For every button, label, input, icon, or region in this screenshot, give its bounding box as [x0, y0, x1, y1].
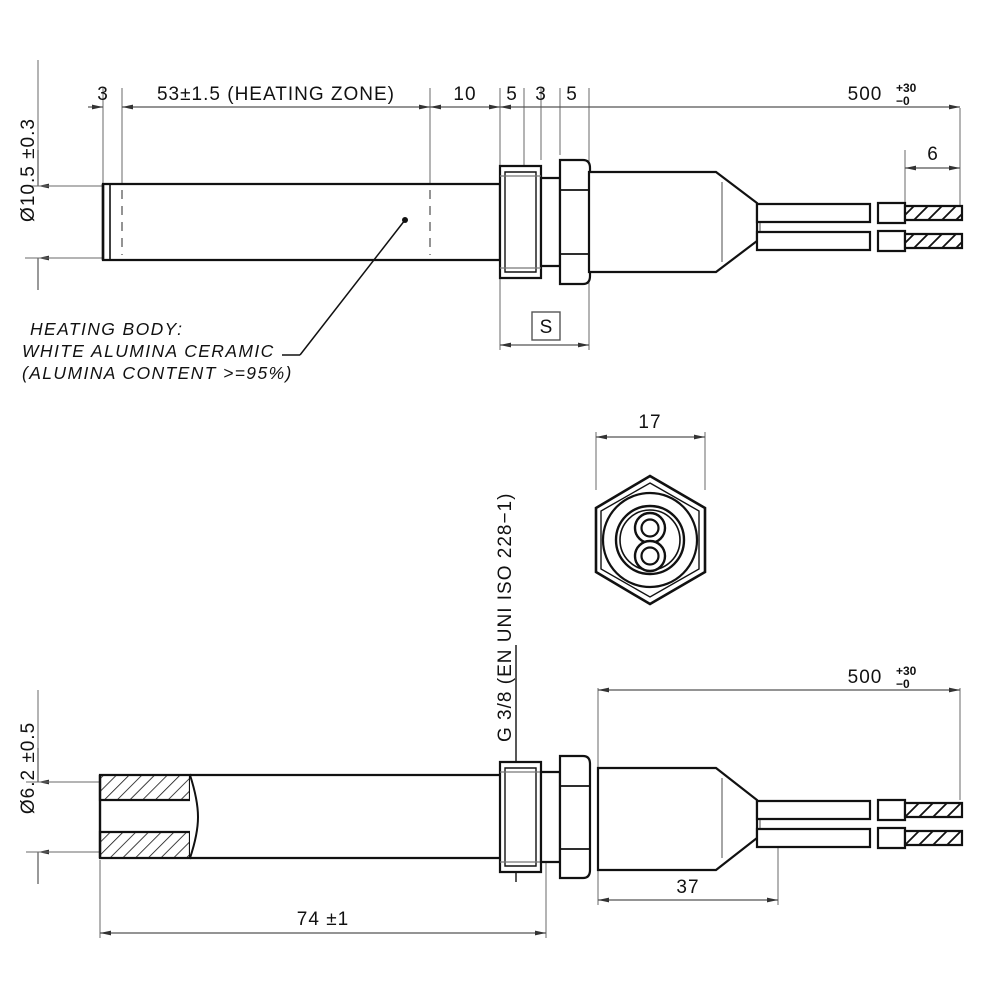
bottom-stripped-wire-ends — [876, 798, 964, 850]
note-leader-line — [282, 217, 408, 356]
dim-strip-length: 6 — [927, 144, 939, 165]
hex-end-view-group — [594, 432, 707, 606]
hex-extension-lines — [595, 432, 706, 490]
bottom-flange-collar — [498, 760, 543, 874]
note-line-2: WHITE ALUMINA CERAMIC — [22, 341, 275, 361]
surface-symbol-letter: S — [540, 317, 553, 338]
dim-cable-tol-upper-top: +30 — [896, 81, 917, 95]
note-line-1: HEATING BODY: — [30, 319, 183, 339]
ceramic-heater-body — [101, 182, 502, 262]
bottom-view-group — [26, 645, 964, 938]
strain-relief-boot — [587, 170, 761, 274]
dim-bore-diameter: Ø6.2 ±0.5 — [18, 722, 39, 814]
dim-tip-length: 3 — [97, 84, 109, 105]
lead-wires — [755, 202, 872, 252]
hex-chamfer — [600, 482, 700, 598]
dim-cable-tol-lower-top: −0 — [896, 94, 910, 108]
bottom-lead-wires — [755, 799, 872, 849]
dim-flange: 5 — [506, 84, 518, 105]
top-dimension-chain — [88, 104, 960, 171]
tube-body-section — [98, 773, 500, 860]
pin-hole-lower-inner — [640, 546, 660, 566]
note-line-3: (ALUMINA CONTENT >=95%) — [22, 363, 293, 383]
dim-outer-diameter: Ø10.5 ±0.3 — [18, 118, 39, 222]
dim-heating-zone: 53±1.5 (HEATING ZONE) — [157, 84, 395, 105]
dim-across-flats: 17 — [638, 412, 661, 433]
stripped-wire-ends — [876, 201, 964, 253]
washer — [539, 176, 562, 268]
top-diameter-dimension — [25, 150, 116, 290]
top-view-group — [25, 60, 964, 356]
bore-diameter-dimension — [26, 748, 112, 884]
heating-zone-markers — [121, 190, 431, 255]
bottom-washer — [539, 770, 562, 864]
dim-nut: 5 — [566, 84, 578, 105]
bottom-hex-nut — [558, 754, 592, 880]
bottom-strain-relief-boot — [596, 766, 761, 872]
surface-symbol-frame — [500, 311, 589, 348]
dim-cable-tol-upper-bottom: +30 — [896, 664, 917, 678]
dim-body-length: 74 ±1 — [297, 909, 349, 930]
dim-thread-spec: G 3/8 (EN UNI ISO 228−1) — [495, 493, 516, 742]
dim-strain-relief-length: 37 — [676, 877, 699, 898]
pin-hole-upper-inner — [640, 518, 660, 538]
dim-cable-length-top: 500 — [848, 84, 883, 105]
dim-washer: 3 — [535, 84, 547, 105]
hex-nut-side — [558, 158, 592, 286]
dim-shoulder: 10 — [453, 84, 476, 105]
flange-collar — [498, 164, 543, 280]
dim-cable-tol-lower-bottom: −0 — [896, 677, 910, 691]
dim-cable-length-bottom: 500 — [848, 667, 883, 688]
